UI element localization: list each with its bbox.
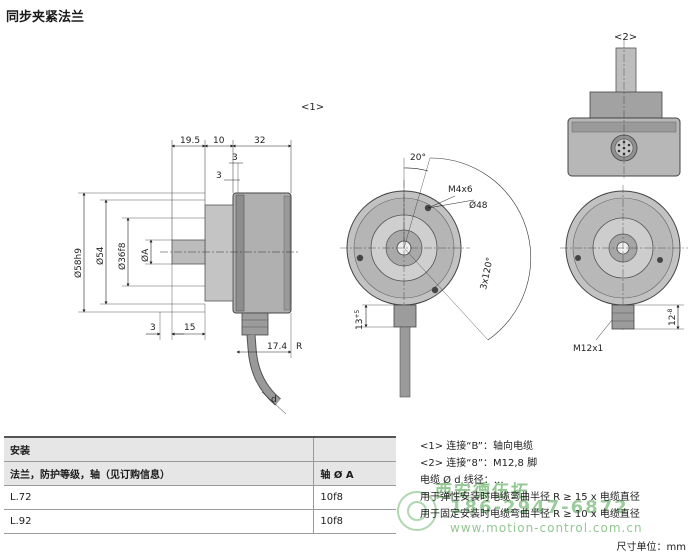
table-row: L.72 10f8 bbox=[4, 485, 396, 510]
view2-tag: <2> bbox=[614, 32, 637, 43]
technical-drawing: 19.5 10 32 3 3 Ø58h9 Ø54 Ø36f8 ØA 3 15 bbox=[73, 32, 688, 415]
dim-m12x1: M12x1 bbox=[573, 344, 603, 354]
dim-d36: Ø36f8 bbox=[117, 242, 128, 270]
notes-block: <1> 连接“B”：轴向电缆 <2> 连接“8”：M12,8 脚 电缆 Ø d … bbox=[420, 438, 640, 523]
dim-12: 12-8 bbox=[667, 308, 678, 326]
note-connection-8: <2> 连接“8”：M12,8 脚 bbox=[420, 458, 538, 469]
dim-d48: Ø48 bbox=[469, 200, 488, 211]
table-cell-code: L.72 bbox=[4, 485, 314, 510]
page-title: 同步夹紧法兰 bbox=[6, 10, 85, 25]
housing-ring bbox=[235, 194, 245, 312]
installation-table: 安装 法兰，防护等级，轴（见订购信息） 轴 Ø A L.72 10f8 L.92… bbox=[4, 436, 396, 534]
view1-tag: <1> bbox=[301, 102, 324, 113]
unit-label: 尺寸单位：mm bbox=[616, 542, 686, 553]
clamping-flange bbox=[204, 204, 234, 302]
table-cell-shaft: 10f8 bbox=[313, 485, 396, 510]
dim-cable-d: d bbox=[271, 395, 277, 405]
dim-3-upper: 3 bbox=[232, 153, 238, 163]
table-row: L.92 10f8 bbox=[4, 509, 396, 534]
table-header-empty bbox=[313, 436, 396, 462]
dim-m4x6: M4x6 bbox=[448, 185, 473, 195]
dim-3-bottom: 3 bbox=[150, 323, 156, 333]
dim-angle-20: 20° bbox=[410, 153, 426, 163]
table-subheader-shaft: 轴 Ø A bbox=[313, 461, 396, 486]
dim-10: 10 bbox=[213, 136, 225, 146]
table-cell-code: L.92 bbox=[4, 509, 314, 534]
dim-15: 15 bbox=[184, 323, 195, 333]
note-fixed-install: 用于固定安装时电缆弯曲半径 R ≥ 10 x 电缆直径 bbox=[420, 509, 640, 520]
side-view: 19.5 10 32 3 3 Ø58h9 Ø54 Ø36f8 ØA 3 15 bbox=[73, 102, 324, 415]
dim-32: 32 bbox=[254, 136, 265, 146]
watermark-logo bbox=[397, 491, 437, 531]
table-cell-shaft: 10f8 bbox=[313, 509, 396, 534]
dim-d54: Ø54 bbox=[95, 246, 106, 265]
dim-dA: ØA bbox=[140, 248, 151, 262]
dim-17-4: 17.4 bbox=[267, 342, 287, 352]
cable-gland bbox=[241, 312, 269, 336]
connector-front-view: 12-8 M12x1 bbox=[560, 185, 688, 354]
table-header-row: 安装 bbox=[4, 436, 396, 462]
dim-3-lower: 3 bbox=[216, 171, 222, 181]
dim-bend-radius: R bbox=[296, 342, 302, 352]
note-connection-b: <1> 连接“B”：轴向电缆 bbox=[420, 441, 533, 452]
watermark-url: www.motion-control.com.cn bbox=[450, 521, 643, 535]
table-subheader-row: 法兰，防护等级，轴（见订购信息） 轴 Ø A bbox=[4, 461, 396, 486]
front-view: 20° M4x6 Ø48 3x120° 13+5 bbox=[340, 153, 532, 398]
table-header-install: 安装 bbox=[4, 436, 314, 462]
note-cable-diameter: 电缆 Ø d 线径：… bbox=[420, 475, 504, 486]
connector-top-view: <2> bbox=[567, 32, 681, 180]
housing-edge bbox=[283, 195, 291, 311]
table-subheader-flange: 法兰，防护等级，轴（见订购信息） bbox=[4, 461, 314, 486]
watermark-phone: 186-2947-6872 bbox=[450, 497, 629, 518]
dim-13: 13+5 bbox=[354, 310, 365, 330]
watermark-name: 西安德伍拓 bbox=[435, 482, 530, 502]
dim-3x120: 3x120° bbox=[479, 257, 496, 291]
dim-19-5: 19.5 bbox=[180, 136, 200, 146]
dim-d58: Ø58h9 bbox=[73, 248, 84, 278]
note-flexible-install: 用于弹性安装时电缆弯曲半径 R ≥ 15 x 电缆直径 bbox=[420, 492, 640, 503]
